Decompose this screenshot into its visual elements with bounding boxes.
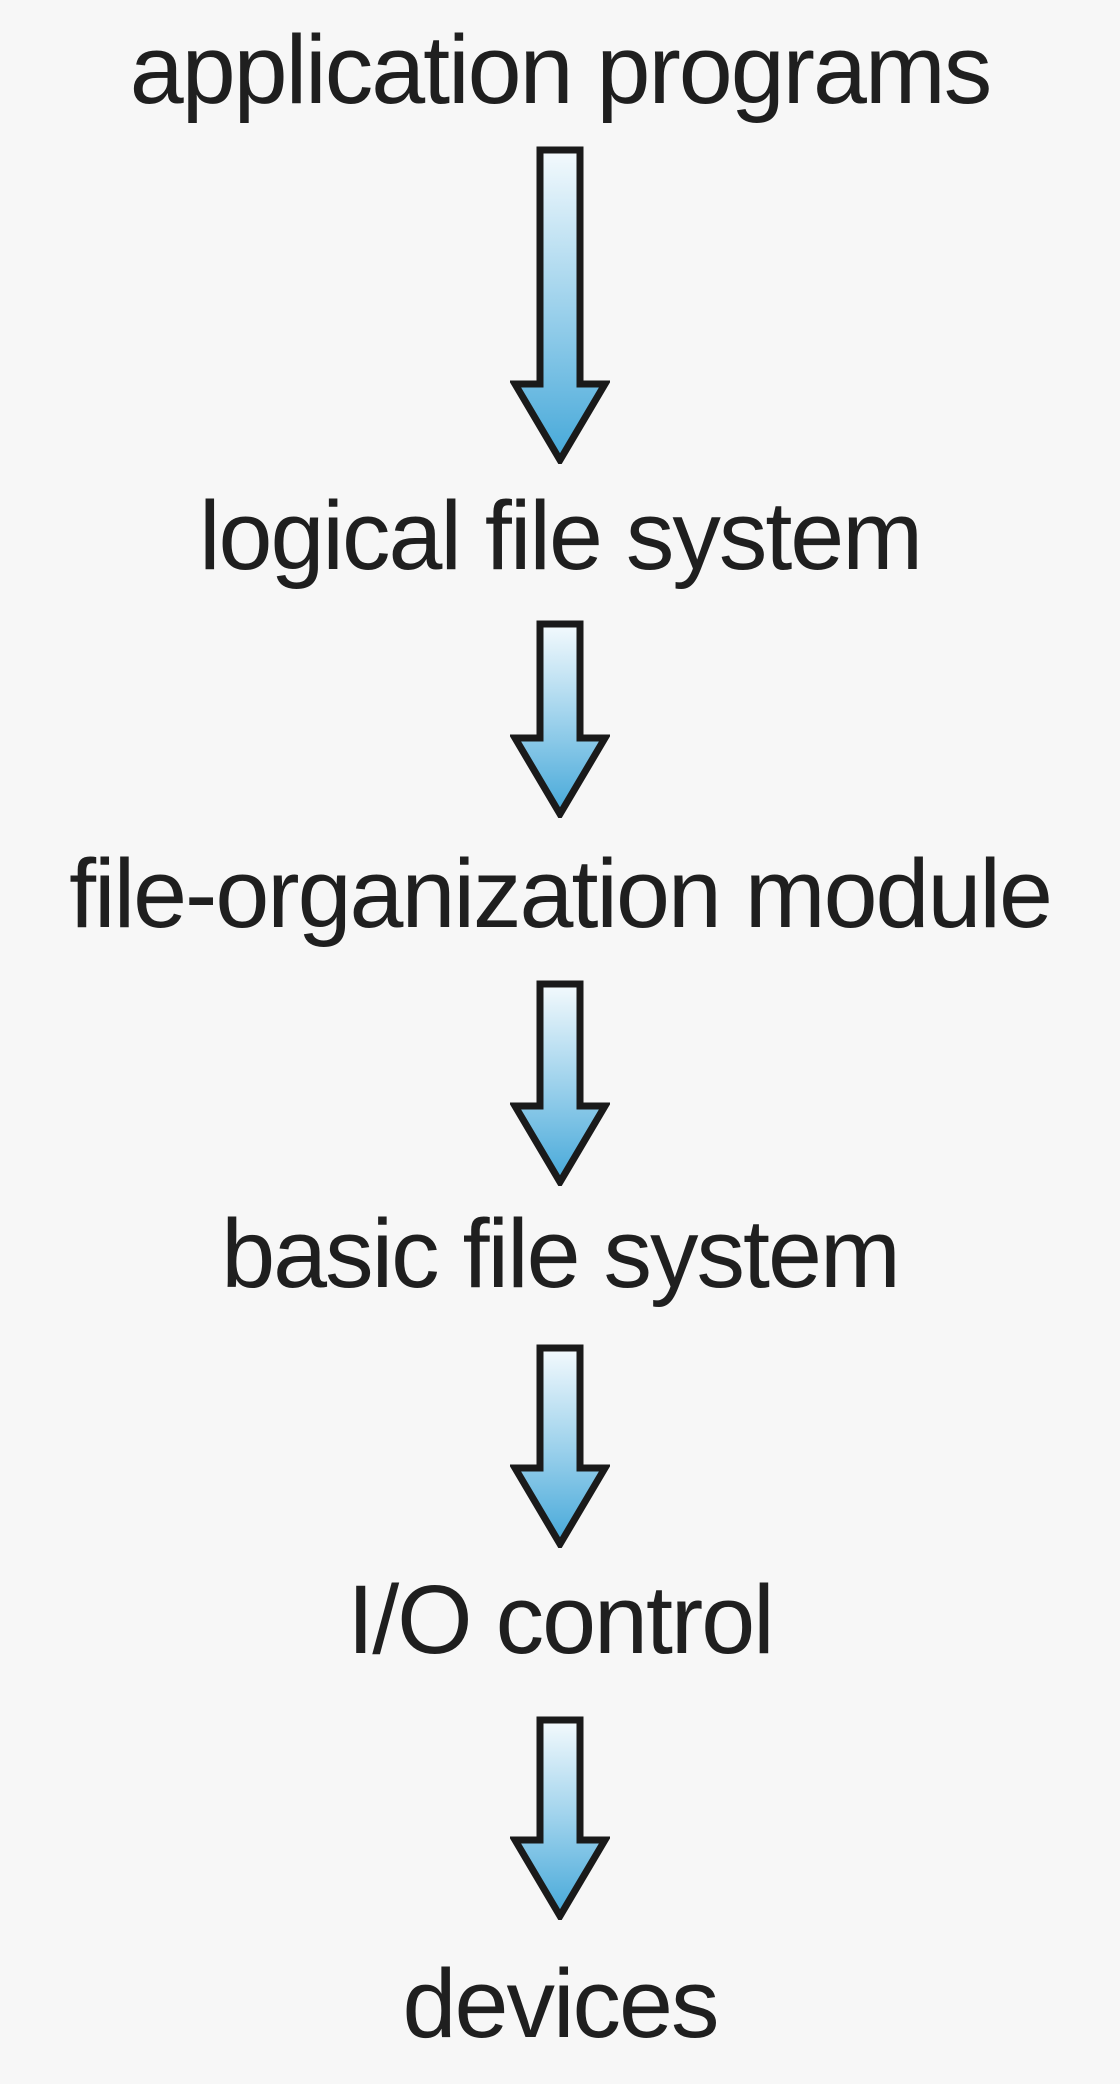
layer-label-application-programs: application programs <box>129 15 992 124</box>
down-arrow-icon <box>510 980 610 1186</box>
down-arrow-icon <box>510 1344 610 1548</box>
layer-label-basic-file-system: basic file system <box>221 1199 901 1308</box>
down-arrow-icon <box>510 146 610 464</box>
layer-label-devices: devices <box>402 1949 720 2058</box>
down-arrow-icon <box>510 1716 610 1920</box>
layer-label-logical-file-system: logical file system <box>198 481 923 590</box>
down-arrow-icon <box>510 620 610 818</box>
layer-label-io-control: I/O control <box>347 1565 774 1674</box>
layer-label-file-organization-module: file-organization module <box>69 839 1053 948</box>
